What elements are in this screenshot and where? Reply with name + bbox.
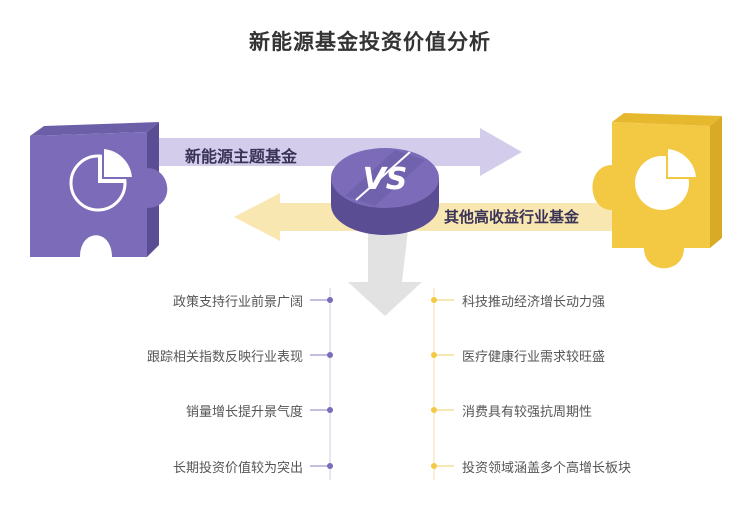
right-dot-1 <box>431 297 437 303</box>
right-item-1: 科技推动经济增长动力强 <box>462 295 606 310</box>
left-dot-1 <box>327 297 333 303</box>
vs-text: VS <box>363 162 408 197</box>
left-dot-4 <box>327 463 333 469</box>
down-arrow <box>348 230 422 316</box>
vs-badge: VS <box>331 148 439 235</box>
left-dot-2 <box>327 352 333 358</box>
left-item-2: 跟踪相关指数反映行业表现 <box>146 350 303 365</box>
right-dot-2 <box>431 352 437 358</box>
right-connectors <box>431 297 454 469</box>
right-dot-4 <box>431 463 437 469</box>
right-item-2: 医疗健康行业需求较旺盛 <box>462 350 606 365</box>
right-puzzle-piece <box>592 113 722 269</box>
left-fund-name: 新能源主题基金 <box>185 147 298 166</box>
right-item-4: 投资领域涵盖多个高增长板块 <box>462 461 632 476</box>
left-puzzle-piece <box>30 122 168 257</box>
left-item-4: 长期投资价值较为突出 <box>172 461 303 476</box>
right-item-3: 消费具有较强抗周期性 <box>462 405 593 420</box>
left-item-1: 政策支持行业前景广阔 <box>172 295 303 310</box>
right-fund-name: 其他高收益行业基金 <box>444 208 580 226</box>
right-dot-3 <box>431 407 437 413</box>
left-item-3: 销量增长提升景气度 <box>185 405 303 420</box>
page-title: 新能源基金投资价值分析 <box>249 30 491 54</box>
left-connectors <box>310 297 333 469</box>
left-dot-3 <box>327 407 333 413</box>
